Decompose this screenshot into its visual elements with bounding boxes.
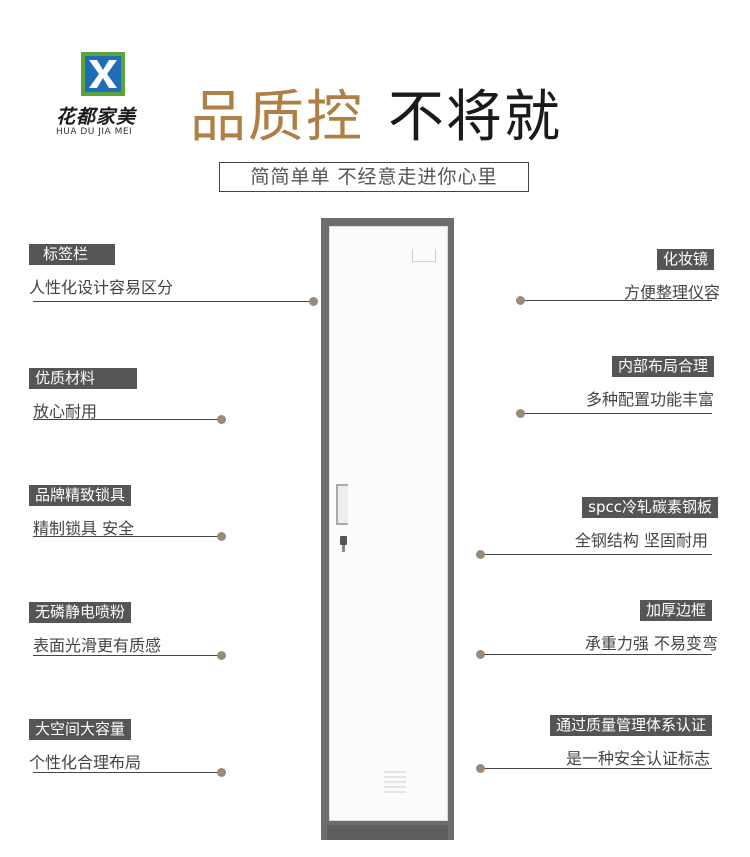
- feature-label: 品牌精致锁具: [29, 485, 132, 506]
- leader-dot: [217, 532, 226, 541]
- feature-label: 无磷静电喷粉: [29, 602, 132, 623]
- leader-dot: [476, 550, 485, 559]
- feature-desc: 精制锁具 安全: [33, 519, 135, 538]
- feature-label: 优质材料: [29, 368, 137, 389]
- feature-desc: 多种配置功能丰富: [585, 390, 714, 409]
- leader-line: [482, 554, 712, 555]
- feature-label: 大空间大容量: [29, 719, 132, 740]
- brand-name-cn: 花都家美: [56, 106, 137, 128]
- leader-line: [33, 655, 223, 656]
- leader-line: [522, 300, 712, 301]
- feature-label: 加厚边框: [639, 600, 712, 621]
- leader-dot: [217, 768, 226, 777]
- brand-name-en: HUA DU JIA MEI: [56, 127, 133, 137]
- feature-desc: 放心耐用: [33, 402, 98, 421]
- feature-desc: 方便整理仪容: [623, 283, 720, 302]
- leader-line: [482, 768, 712, 769]
- door-handle: [336, 484, 348, 525]
- leader-line: [33, 772, 223, 773]
- leader-dot: [217, 415, 226, 424]
- leader-line: [482, 654, 712, 655]
- feature-desc: 个性化合理布局: [29, 753, 142, 772]
- feature-label: 内部布局合理: [611, 356, 714, 377]
- hdjm-logo-icon: [81, 52, 125, 96]
- leader-dot: [476, 650, 485, 659]
- leader-line: [522, 413, 712, 414]
- feature-desc: 表面光滑更有质感: [33, 636, 162, 655]
- headline-no-compromise: 不将就: [388, 85, 562, 150]
- locker-cabinet: [321, 218, 454, 840]
- feature-desc: 人性化设计容易区分: [29, 278, 174, 297]
- label-slot: [412, 249, 436, 262]
- leader-line: [33, 536, 223, 537]
- leader-dot: [217, 651, 226, 660]
- leader-dot: [309, 297, 318, 306]
- leader-dot: [516, 409, 525, 418]
- leader-line: [33, 301, 313, 302]
- feature-desc: 是一种安全认证标志: [565, 749, 710, 768]
- feature-desc: 全钢结构 坚固耐用: [574, 531, 708, 550]
- feature-desc: 承重力强 不易变弯: [584, 634, 718, 653]
- brand-logo: 花都家美 HUA DU JIA MEI: [56, 52, 166, 142]
- lock-icon: [340, 536, 347, 552]
- vent-icon: [384, 771, 406, 795]
- cabinet-base: [327, 825, 448, 840]
- leader-line: [33, 419, 223, 420]
- leader-dot: [516, 296, 525, 305]
- subtitle: 简简单单 不经意走进你心里: [219, 162, 529, 192]
- cabinet-door: [329, 226, 448, 821]
- leader-dot: [476, 764, 485, 773]
- headline-quality: 品质控: [190, 85, 364, 150]
- feature-label: spcc冷轧碳素钢板: [582, 497, 718, 518]
- feature-label: 化妆镜: [656, 249, 714, 270]
- feature-label: 通过质量管理体系认证: [549, 715, 712, 736]
- feature-label: 标签栏: [29, 244, 115, 265]
